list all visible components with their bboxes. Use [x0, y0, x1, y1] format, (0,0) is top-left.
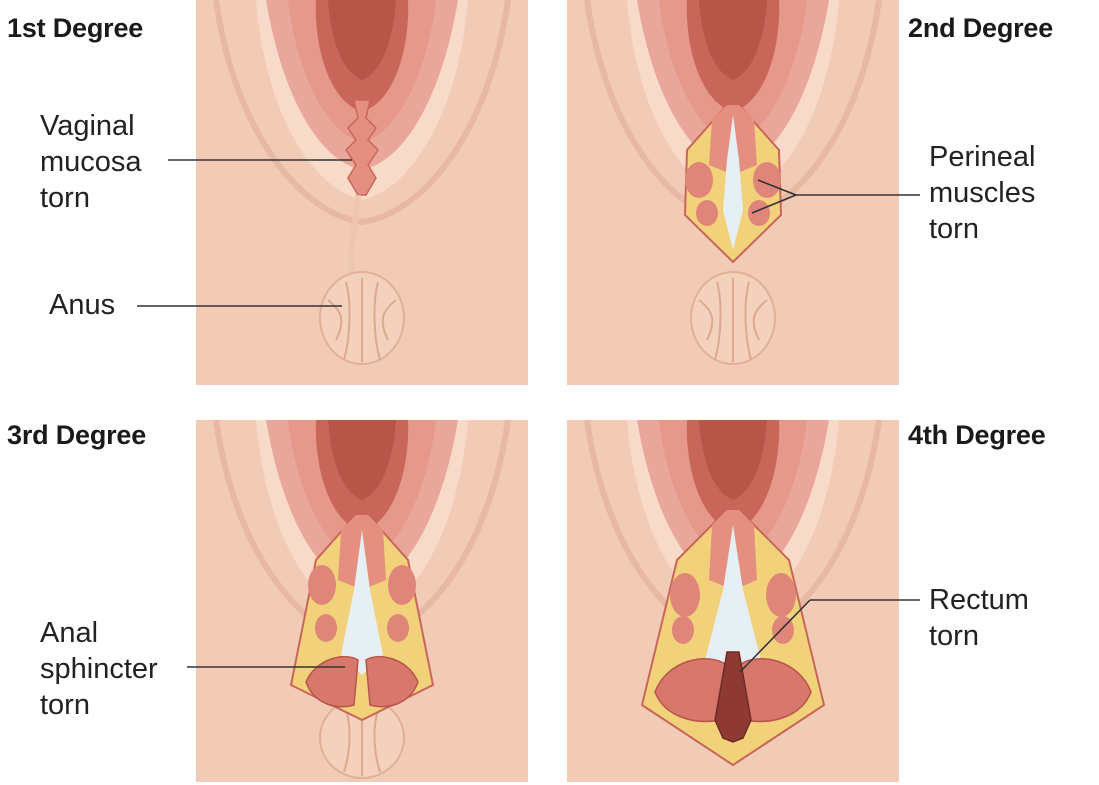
label-line: Anus [49, 289, 116, 321]
anus-shape [690, 271, 776, 365]
illustration-1st-degree [196, 0, 528, 385]
panel-title-3rd-degree: 3rd Degree [7, 420, 147, 450]
label-line: muscles [929, 177, 1036, 209]
illustration-4th-degree [567, 420, 899, 782]
perineal-tear [683, 104, 783, 264]
label-anal-sphincter-torn: Anal sphincter torn [40, 615, 158, 723]
label-line: mucosa [40, 146, 142, 178]
label-line: sphincter [40, 653, 158, 685]
label-line: torn [929, 213, 979, 245]
sphincter-tear [289, 514, 435, 722]
illustration-3rd-degree [196, 420, 528, 782]
vaginal-tear [345, 99, 379, 196]
anus-shape [319, 271, 405, 365]
label-line: Vaginal [40, 110, 135, 142]
panel-title-1st-degree: 1st Degree [7, 13, 144, 43]
label-line: torn [40, 182, 90, 214]
label-line: Rectum [929, 584, 1029, 616]
label-line: torn [40, 689, 90, 721]
label-vaginal-mucosa-torn: Vaginal mucosa torn [40, 108, 142, 216]
label-rectum-torn: Rectum torn [929, 582, 1029, 654]
panel-title-2nd-degree: 2nd Degree [908, 13, 1054, 43]
rectal-tear [640, 509, 826, 767]
label-anus: Anus [49, 287, 115, 323]
panel-title-4th-degree: 4th Degree [908, 420, 1046, 450]
label-perineal-muscles-torn: Perineal muscles torn [929, 139, 1035, 247]
label-line: Perineal [929, 141, 1036, 173]
label-line: torn [929, 620, 979, 652]
label-line: Anal [40, 617, 99, 649]
illustration-2nd-degree [567, 0, 899, 385]
